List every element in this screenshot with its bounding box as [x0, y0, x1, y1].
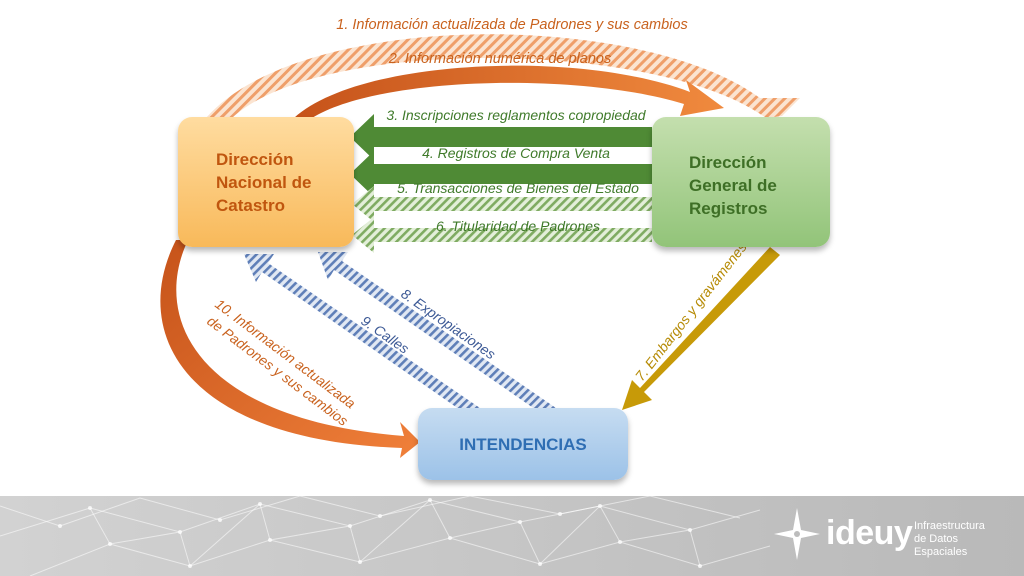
logo-subtitle: Infraestructura de Datos Espaciales [914, 520, 985, 558]
node-intendencias-label: INTENDENCIAS [459, 435, 587, 454]
network-pattern [0, 496, 771, 576]
arrow-1-padrones-arc [206, 34, 800, 118]
label-flow-5: 5. Transacciones de Bienes del Estado [397, 180, 639, 196]
node-intendencias: INTENDENCIAS [418, 408, 628, 480]
arrow-2-planos-arc [294, 65, 724, 118]
label-flow-6: 6. Titularidad de Padrones [436, 218, 600, 234]
logo-wordmark: ideuy [826, 514, 913, 552]
label-flow-3: 3. Inscripciones reglamentos copropiedad [386, 107, 646, 123]
arrow-10-padrones-intendencias [160, 240, 420, 458]
label-flow-1: 1. Información actualizada de Padrones y… [336, 17, 687, 33]
footer-band [0, 496, 1024, 576]
arrow-6-titularidad [352, 217, 652, 253]
arrow-9-calles [244, 254, 480, 414]
node-registros-label: Dirección General de Registros [689, 153, 777, 218]
label-flow-2: 2. Información numérica de planos [388, 51, 611, 67]
label-flow-4: 4. Registros de Compra Venta [422, 145, 610, 161]
compass-star-icon [774, 508, 820, 560]
arrow-7-embargos [622, 247, 780, 410]
node-registros: Dirección General de Registros [652, 117, 830, 247]
arrow-5-bienes-estado [352, 186, 652, 222]
label-flow-7: 7. Embargos y gravámenes [632, 239, 750, 384]
node-catastro: Dirección Nacional de Catastro [178, 117, 354, 247]
node-catastro-label: Dirección Nacional de Catastro [216, 150, 312, 215]
arrow-8-expropiaciones [318, 252, 556, 414]
ideuy-logo: ideuy Infraestructura de Datos Espaciale… [772, 506, 1012, 562]
flow-arrows: 1. Información actualizada de Padrones y… [160, 17, 800, 458]
arrow-3-copropiedad [350, 114, 652, 160]
arrow-4-compraventa [350, 151, 652, 197]
